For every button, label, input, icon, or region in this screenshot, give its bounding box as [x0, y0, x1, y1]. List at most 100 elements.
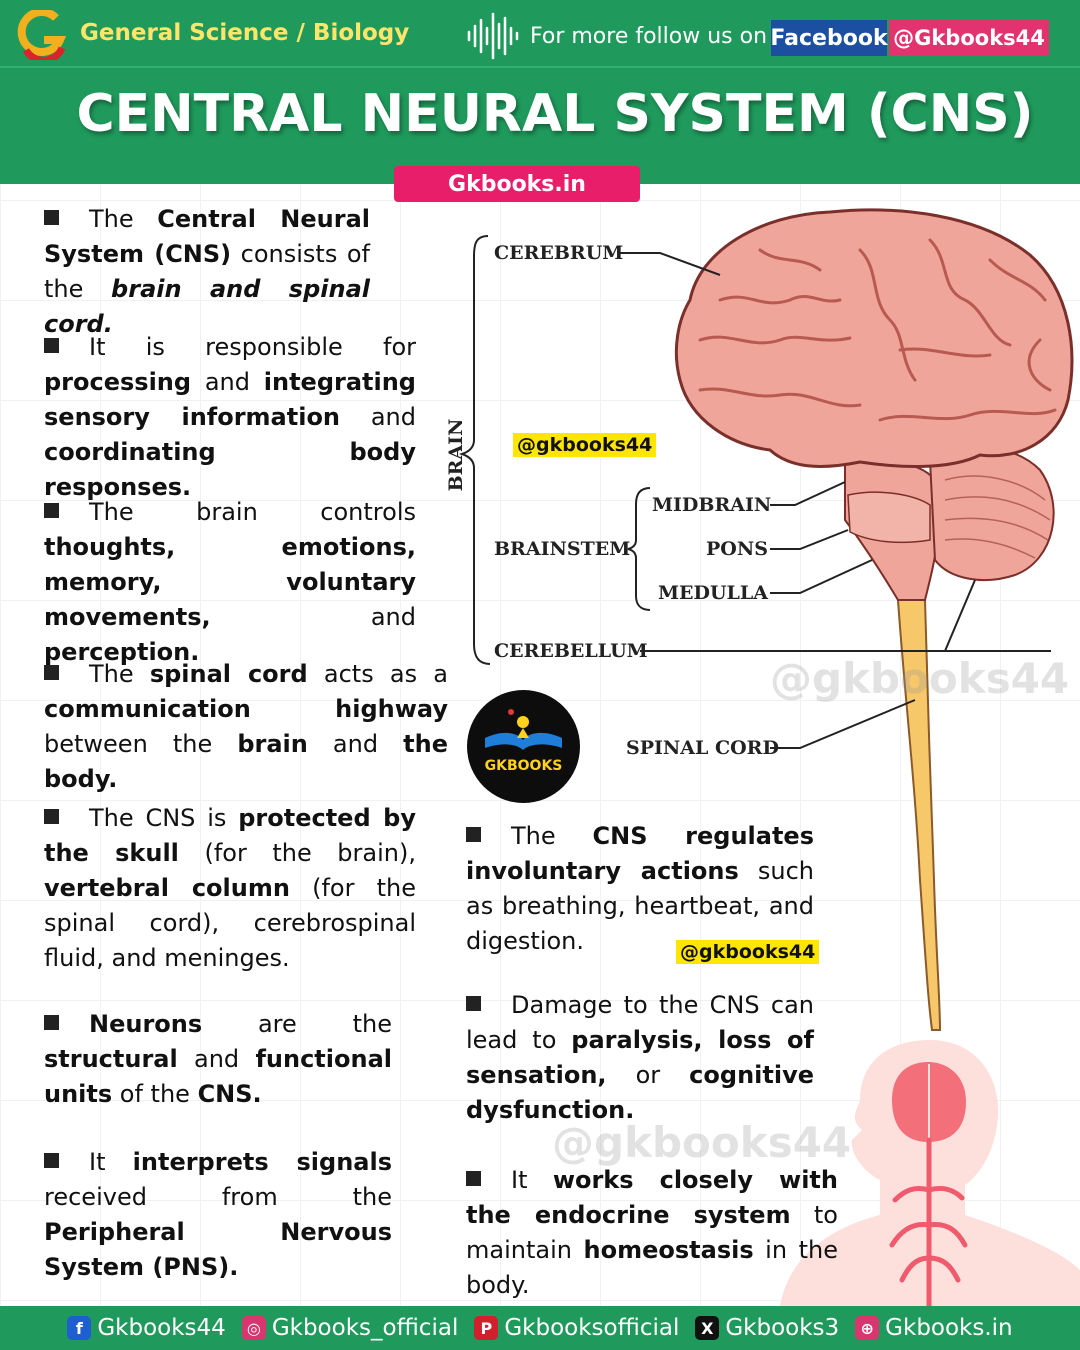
top-bar: General Science / Biology For more follo…: [0, 0, 1080, 68]
social-label: Gkbooksofficial: [504, 1315, 680, 1341]
body-text: between the: [44, 730, 238, 758]
bold-text: Central Neural System (CNS): [44, 205, 370, 268]
page-title: CENTRAL NEURAL SYSTEM (CNS): [76, 84, 1034, 144]
social-label: Gkbooks3: [725, 1315, 840, 1341]
bold-text: paralysis, loss of sensation,: [466, 1026, 814, 1089]
bullet-point: It is responsible for processing and int…: [44, 330, 416, 505]
bullet-point: The Central Neural System (CNS) consists…: [44, 202, 370, 342]
body-text: and: [177, 1045, 256, 1073]
follow-text: For more follow us on: [530, 24, 768, 49]
label-brainstem: BRAINSTEM: [494, 538, 631, 560]
instagram-icon: ◎: [241, 1316, 266, 1340]
body-text: consists of the: [44, 240, 370, 303]
bold-text: works closely with the endocrine system: [466, 1166, 838, 1229]
body-text: The: [89, 205, 158, 233]
bold-text: structural: [44, 1045, 178, 1073]
x-icon: X: [695, 1316, 720, 1340]
bold-text: perception.: [44, 638, 200, 666]
bold-text: cognitive dysfunction.: [466, 1061, 814, 1124]
pinterest-icon: P: [474, 1316, 499, 1340]
bullet-point: The spinal cord acts as a communication …: [44, 657, 448, 797]
body-text: and: [191, 368, 264, 396]
cerebrum-shape: [674, 208, 1074, 468]
body-text: of the: [112, 1080, 198, 1108]
bold-text: Neurons: [89, 1010, 203, 1038]
body-text: acts as a: [307, 660, 448, 688]
site-badge[interactable]: Gkbooks.in: [394, 166, 640, 202]
bold-text: protected by the skull: [44, 804, 416, 867]
bold-text: CNS.: [197, 1080, 262, 1108]
body-text: or: [606, 1061, 690, 1089]
bullet-square-icon: [466, 827, 481, 842]
bold-text: brain and spinal cord.: [44, 275, 370, 338]
label-midbrain: MIDBRAIN: [652, 494, 772, 516]
globe-icon: ⊕: [855, 1316, 880, 1340]
label-cerebellum: CEREBELLUM: [494, 640, 648, 662]
body-text: and: [210, 603, 416, 631]
social-link-globe[interactable]: ⊕Gkbooks.in: [855, 1315, 1013, 1341]
bullet-point: Neurons are the structural and functiona…: [44, 1007, 392, 1112]
bullet-square-icon: [44, 1015, 59, 1030]
bullet-square-icon: [44, 665, 59, 680]
social-label: Gkbooks44: [97, 1315, 226, 1341]
bold-text: vertebral column: [44, 874, 290, 902]
open-book-icon: [485, 709, 562, 750]
handle-tag: @gkbooks44: [513, 433, 657, 457]
social-label: Gkbooks.in: [885, 1315, 1013, 1341]
bullet-square-icon: [44, 1153, 59, 1168]
bullet-point: The CNS is protected by the skull (for t…: [44, 801, 416, 976]
watermark: @gkbooks44: [770, 654, 1070, 703]
bold-text: interprets signals: [132, 1148, 392, 1176]
body-text: (for the brain),: [178, 839, 416, 867]
bullet-point: The brain controls thoughts, emotions, m…: [44, 495, 416, 670]
bold-text: functional units: [44, 1045, 392, 1108]
body-text: Damage to the CNS can lead to: [466, 991, 814, 1054]
label-spinal-cord: SPINAL CORD: [626, 737, 779, 759]
body-text: received from the: [44, 1183, 392, 1211]
header: General Science / Biology For more follo…: [0, 0, 1080, 184]
handle-tag: @gkbooks44: [676, 940, 820, 964]
body-text: The brain controls: [89, 498, 416, 526]
bullet-point: It works closely with the endocrine syst…: [466, 1163, 838, 1303]
label-cerebrum: CEREBRUM: [494, 242, 624, 264]
handle-button[interactable]: @Gkbooks44: [889, 20, 1049, 56]
brainstem-bracket: [627, 487, 651, 611]
watermark: @gkbooks44: [552, 1118, 852, 1167]
bold-text: brain: [237, 730, 308, 758]
bullet-square-icon: [466, 1171, 481, 1186]
bold-text: the body.: [44, 730, 448, 793]
body-text: The CNS is: [89, 804, 239, 832]
bullet-point: It interprets signals received from the …: [44, 1145, 392, 1285]
bullet-point: The CNS regulates involuntary actions su…: [466, 819, 814, 959]
bold-text: processing: [44, 368, 192, 396]
bullet-square-icon: [44, 338, 59, 353]
section-tag: General Science / Biology: [80, 20, 410, 46]
facebook-button[interactable]: Facebook: [770, 20, 888, 56]
bullet-square-icon: [466, 996, 481, 1011]
bullet-point: Damage to the CNS can lead to paralysis,…: [466, 988, 814, 1128]
bold-text: homeostasis: [583, 1236, 754, 1264]
body-text: The: [89, 660, 150, 688]
bold-text: coordinating body responses.: [44, 438, 416, 501]
cerebellum-shape: [928, 447, 1055, 581]
audio-wave-icon: [467, 12, 519, 60]
bold-text: spinal cord: [149, 660, 308, 688]
body-text: It is responsible for: [89, 333, 416, 361]
body-text: and: [307, 730, 404, 758]
body-text: are the: [202, 1010, 392, 1038]
gkbooks-logo: GKBOOKS: [467, 690, 580, 803]
label-medulla: MEDULLA: [658, 582, 769, 604]
body-text: It: [511, 1166, 553, 1194]
bullet-square-icon: [44, 503, 59, 518]
bold-text: communication highway: [44, 695, 448, 723]
gk-logo-icon: [17, 10, 67, 60]
body-text: in the body.: [466, 1236, 838, 1299]
social-label: Gkbooks_official: [271, 1315, 459, 1341]
body-text: to maintain: [466, 1201, 838, 1264]
facebook-icon: f: [67, 1316, 92, 1340]
social-link-instagram[interactable]: ◎Gkbooks_official: [241, 1315, 459, 1341]
